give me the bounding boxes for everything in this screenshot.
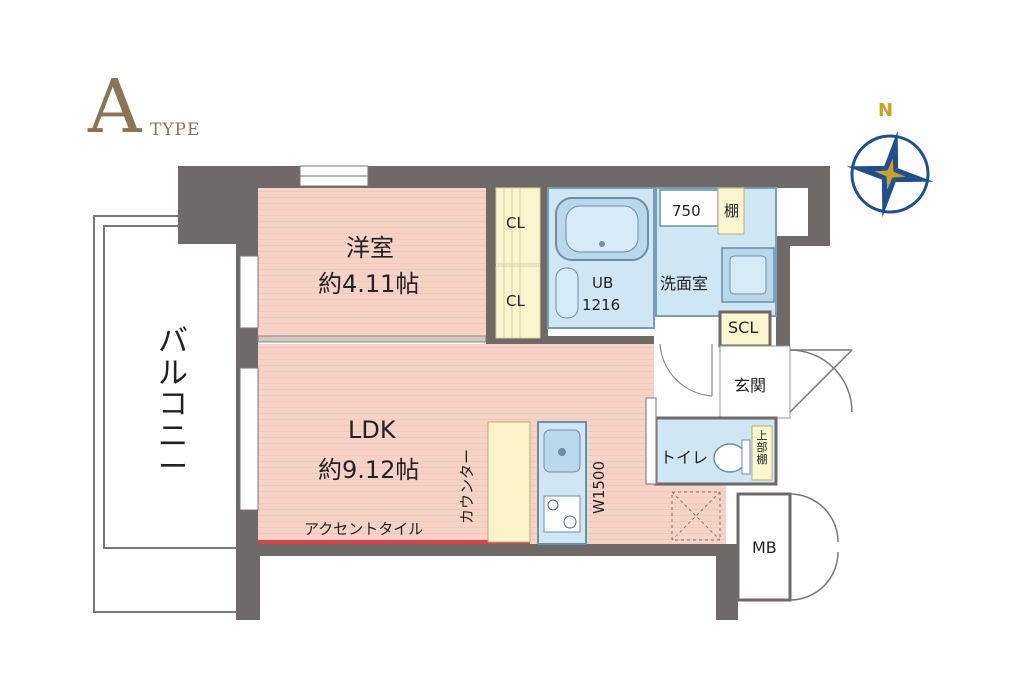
vanity-label: 750	[672, 202, 701, 220]
accent-tile-strip	[258, 540, 530, 544]
entrance	[719, 345, 791, 419]
entry-floor	[648, 484, 726, 544]
accent-tile-label: アクセントタイル	[304, 520, 424, 538]
counter	[487, 421, 531, 543]
closet-2-label: CL	[506, 292, 525, 310]
window-left	[239, 255, 259, 511]
shelf-label: 棚	[724, 202, 740, 220]
entrance-label: 玄関	[734, 376, 767, 395]
exterior-walls	[178, 166, 830, 620]
ldk-floor	[258, 344, 654, 544]
closet-1-label: CL	[506, 214, 525, 232]
mb-closet	[736, 492, 792, 602]
kitchen-width-label: W1500	[590, 460, 608, 514]
compass-north-label: N	[878, 100, 894, 121]
ldk-name: LDK	[348, 416, 396, 444]
counter-label: カウンター	[458, 448, 476, 524]
scl	[718, 310, 772, 348]
western-room-name: 洋室	[346, 234, 394, 262]
closet-1	[495, 187, 541, 265]
western-room-floor	[258, 188, 490, 338]
scl-label: SCL	[728, 318, 759, 337]
compass-icon	[846, 130, 934, 218]
upper-shelf-label: 上部棚	[756, 429, 768, 467]
ldk-size: 約9.12帖	[318, 456, 420, 484]
unit-bath-size: 1216	[582, 296, 621, 314]
type-letter: A	[88, 64, 142, 150]
closet-2	[495, 265, 541, 339]
unit-bath-label: UB	[592, 274, 614, 292]
balcony	[93, 215, 240, 613]
toilet-label: トイレ	[660, 448, 709, 467]
balcony-label: バルコニー	[158, 324, 188, 485]
western-room-size: 約4.11帖	[318, 270, 420, 298]
mb-label: MB	[752, 538, 777, 557]
washroom-label: 洗面室	[660, 274, 709, 293]
window-top	[299, 165, 369, 187]
type-word: TYPE	[150, 120, 201, 140]
